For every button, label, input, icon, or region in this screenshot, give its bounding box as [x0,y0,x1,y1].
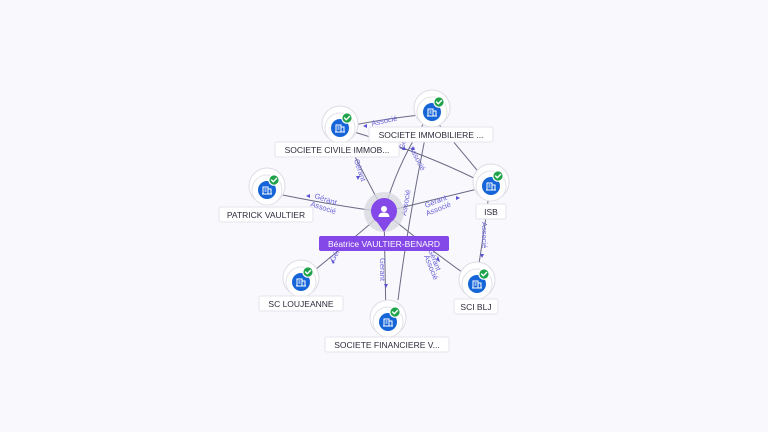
node-label-financiere[interactable]: SOCIETE FINANCIERE V... [334,340,440,350]
node-label-loujeanne[interactable]: SC LOUJEANNE [268,299,334,309]
verified-check-icon [389,306,401,318]
node-label-patrick[interactable]: PATRICK VAULTIER [227,210,305,220]
node-patrick[interactable] [248,167,286,206]
node-loujeanne[interactable] [282,259,320,298]
center-node[interactable] [364,192,404,232]
node-financiere[interactable] [369,299,407,338]
verified-check-icon [492,170,504,182]
node-label-sci-immob[interactable]: SOCIETE CIVILE IMMOB... [285,145,390,155]
edge-label-associe: Associé [480,222,489,248]
arrowhead [363,124,367,128]
center-node-label[interactable]: Béatrice VAULTIER-BENARD [328,239,440,249]
edge-label-gerant: Gérant [352,158,368,183]
arrowhead [436,256,440,262]
arrowhead [356,176,360,180]
building-glyph [472,280,482,289]
verified-check-icon [302,266,314,278]
arrowhead [306,194,310,198]
node-labels: SOCIETE CIVILE IMMOB... SOCIETE IMMOBILI… [218,126,507,353]
label-box [258,295,344,312]
verified-check-icon [433,96,445,108]
edge-label-associe: Associé [407,145,427,172]
building-glyph [383,318,393,327]
verified-check-icon [268,174,280,186]
building-glyph [335,124,345,133]
person-icon [378,206,390,217]
edge-label-gerant: Gérant [378,258,387,282]
arrowheads [306,124,484,288]
node-label-isb[interactable]: ISB [484,207,498,217]
node-label-soc-immob[interactable]: SOCIETE IMMOBILIERE ... [379,130,484,140]
center-label-box [319,236,449,251]
node-blj[interactable] [458,261,496,300]
arrowhead [480,254,484,258]
label-box [324,336,450,353]
label-box [274,141,400,158]
edge-label-associe: Associé [371,114,399,128]
label-box [218,206,314,223]
node-label-blj[interactable]: SCI BLJ [460,302,491,312]
label-box [453,298,499,315]
arrowhead [384,284,388,288]
building-glyph [296,278,306,287]
node-isb[interactable] [472,163,510,202]
verified-check-icon [478,268,490,280]
arrowhead [402,146,406,150]
building-glyph [427,108,437,117]
arrowhead [456,196,460,200]
arrowhead [411,146,415,150]
building-glyph [486,182,496,191]
label-box [368,126,494,143]
label-box [475,203,507,220]
verified-check-icon [341,112,353,124]
building-glyph [262,186,272,195]
arrowhead [331,260,335,264]
node-soc-immob[interactable] [413,89,451,128]
node-sci-immob[interactable] [321,105,359,144]
